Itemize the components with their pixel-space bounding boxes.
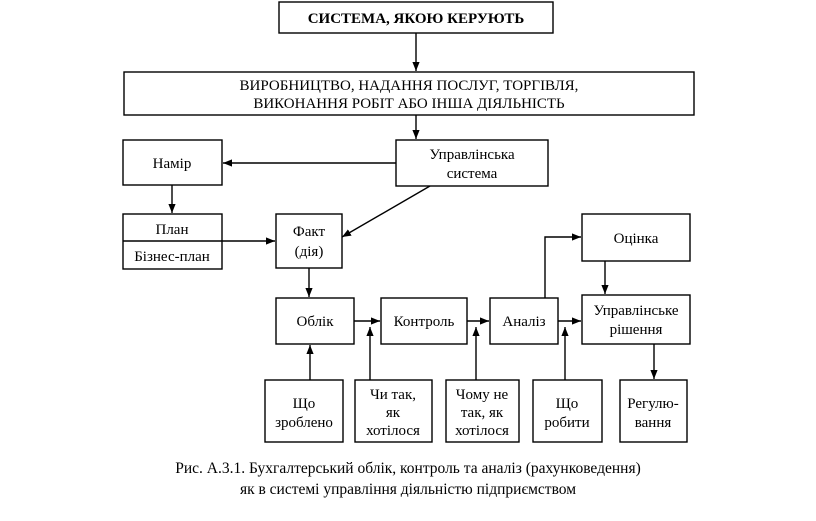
evaluation-label: Оцінка: [614, 231, 659, 247]
control-label: Контроль: [394, 314, 455, 330]
figure-caption-line-1: Рис. А.3.1. Бухгалтерський облік, контро…: [175, 460, 641, 477]
activity-box: ВИРОБНИЦТВО, НАДАННЯ ПОСЛУГ, ТОРГІВЛЯ, В…: [123, 71, 695, 116]
why-not-box: Чому не так, як хотілося: [445, 379, 520, 443]
plan-box: План Бізнес-план: [122, 213, 223, 270]
what-done-box: Що зроблено: [264, 379, 344, 443]
plan-label: План: [155, 222, 188, 238]
intent-box: Намір: [122, 139, 223, 186]
analysis-box: Аналіз: [489, 297, 559, 345]
control-box: Контроль: [380, 297, 468, 345]
regulation-line-1: Регулю-: [627, 396, 678, 412]
decision-line-1: Управлінське: [593, 303, 678, 319]
what-to-do-line-2: робити: [544, 415, 589, 431]
management-system-line-2: система: [447, 166, 498, 182]
accounting-label: Облік: [296, 314, 334, 330]
system-label: СИСТЕМА, ЯКОЮ КЕРУЮТЬ: [308, 11, 525, 27]
analysis-label: Аналіз: [502, 314, 545, 330]
what-done-line-1: Що: [293, 396, 316, 412]
why-not-line-3: хотілося: [455, 423, 509, 439]
management-system-line-1: Управлінська: [429, 147, 515, 163]
activity-label-line-2: ВИКОНАННЯ РОБІТ АБО ІНША ДІЯЛЬНІСТЬ: [253, 96, 565, 112]
what-to-do-line-1: Що: [556, 396, 579, 412]
decision-line-2: рішення: [610, 322, 663, 338]
what-to-do-box: Що робити: [532, 379, 603, 443]
arrow-management-to-fact: [341, 185, 431, 238]
system-box: СИСТЕМА, ЯКОЮ КЕРУЮТЬ: [278, 1, 554, 34]
as-wanted-box: Чи так, як хотілося: [354, 379, 433, 443]
accounting-box: Облік: [275, 297, 355, 345]
as-wanted-line-2: як: [386, 405, 401, 421]
figure-caption-line-2: як в системі управління діяльністю підпр…: [240, 481, 576, 498]
intent-label: Намір: [153, 156, 192, 172]
decision-box: Управлінське рішення: [581, 294, 691, 345]
as-wanted-line-3: хотілося: [366, 423, 420, 439]
fact-line-1: Факт: [293, 224, 326, 240]
evaluation-box: Оцінка: [581, 213, 691, 262]
arrow-analysis-to-evaluation: [544, 233, 581, 298]
management-system-box: Управлінська система: [395, 139, 549, 187]
fact-box: Факт (дія): [275, 213, 343, 269]
as-wanted-line-1: Чи так,: [370, 387, 416, 403]
regulation-box: Регулю- вання: [619, 379, 688, 443]
business-plan-label: Бізнес-план: [134, 249, 210, 265]
activity-label-line-1: ВИРОБНИЦТВО, НАДАННЯ ПОСЛУГ, ТОРГІВЛЯ,: [240, 78, 579, 94]
what-done-line-2: зроблено: [275, 415, 333, 431]
why-not-line-1: Чому не: [456, 387, 509, 403]
why-not-line-2: так, як: [461, 405, 504, 421]
regulation-line-2: вання: [635, 415, 672, 431]
fact-line-2: (дія): [295, 244, 324, 260]
